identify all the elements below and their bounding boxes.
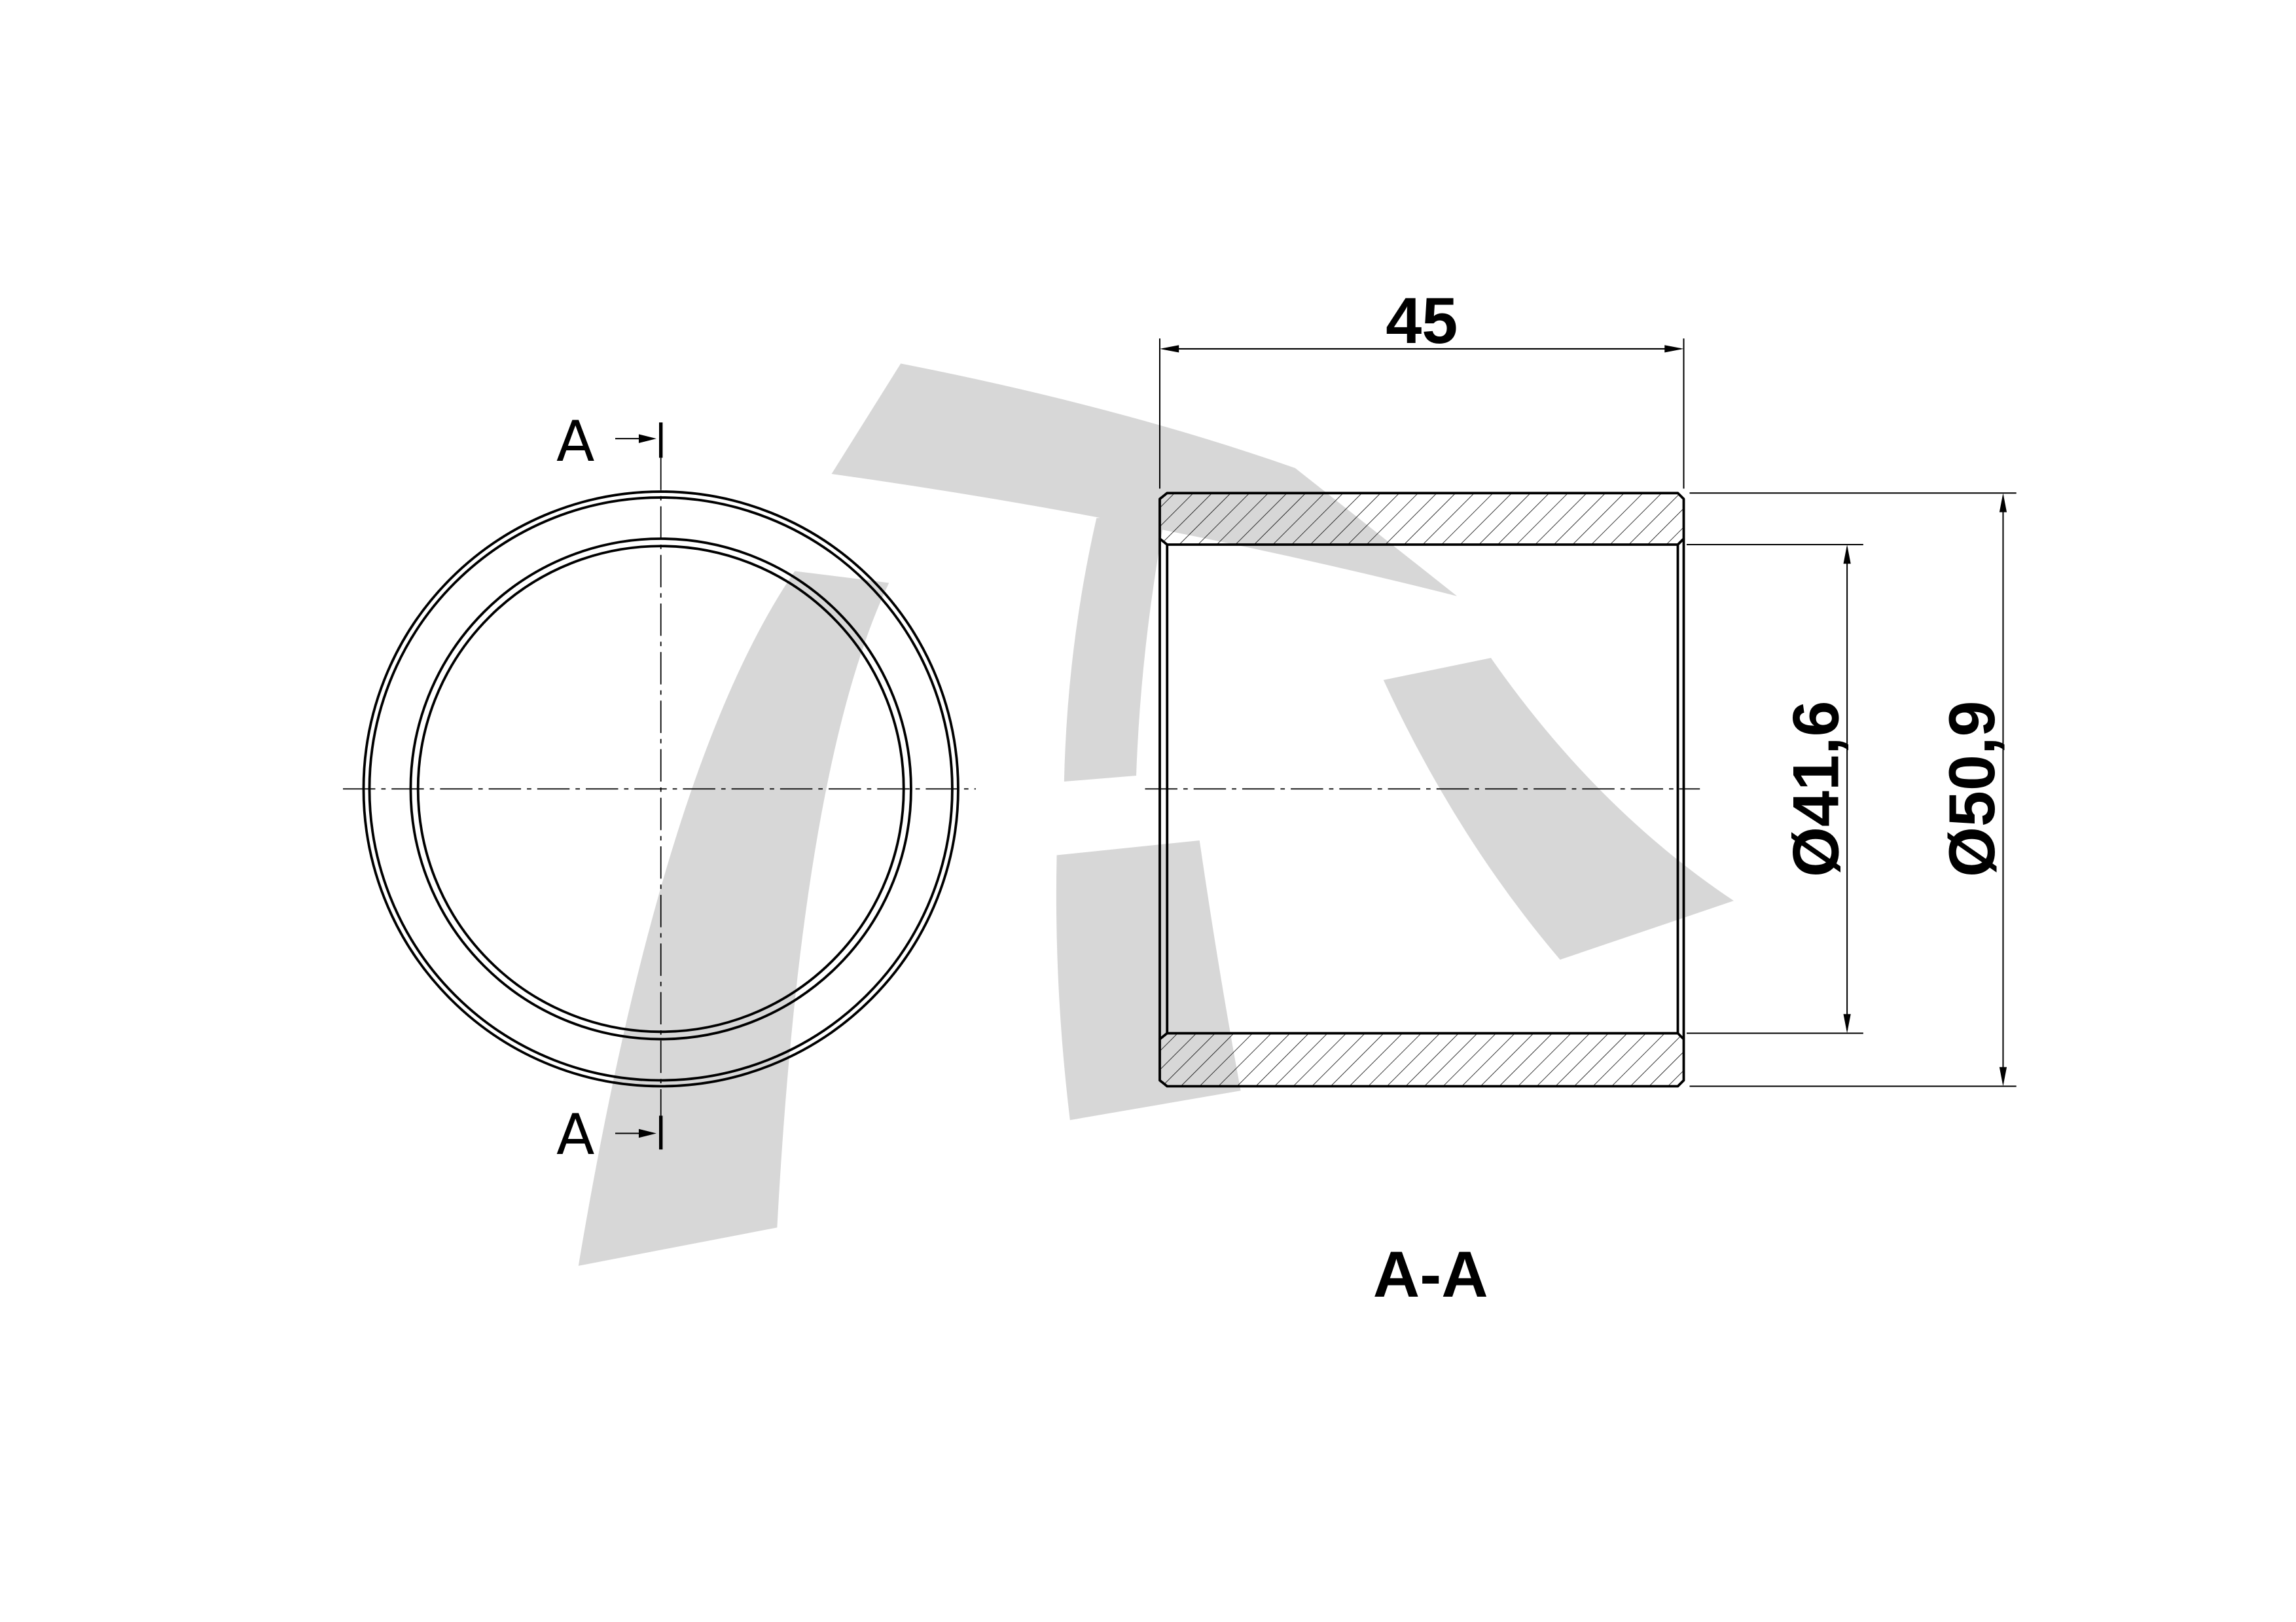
inner-diameter-arrow-bottom bbox=[1843, 1014, 1851, 1034]
section-view: 45 Ø41,6 Ø50,9 A-A bbox=[1145, 284, 2017, 1310]
cutting-plane-label-bottom: A bbox=[556, 1103, 594, 1168]
cutting-plane-arrow-top-head bbox=[638, 434, 656, 443]
section-view-title: A-A bbox=[1373, 1238, 1488, 1310]
length-dimension-value: 45 bbox=[1386, 284, 1458, 357]
section-top-wall-hatched bbox=[1158, 492, 1685, 546]
section-bottom-wall-hatched bbox=[1158, 1032, 1685, 1088]
cutting-plane-arrow-bottom-head bbox=[638, 1128, 656, 1138]
watermark-middle-upper-stroke bbox=[1064, 512, 1166, 782]
length-dimension: 45 bbox=[1158, 284, 1685, 489]
inner-diameter-dimension: Ø41,6 bbox=[1687, 543, 1863, 1034]
watermark-left-stroke bbox=[578, 571, 889, 1266]
length-arrow-right bbox=[1664, 345, 1684, 353]
inner-diameter-arrow-top bbox=[1843, 544, 1851, 564]
outer-diameter-arrow-top bbox=[1999, 493, 2007, 513]
length-arrow-left bbox=[1159, 345, 1179, 353]
inner-diameter-value: Ø41,6 bbox=[1780, 701, 1852, 878]
cutting-plane-label-top: A bbox=[556, 410, 594, 475]
outer-diameter-arrow-bottom bbox=[1999, 1067, 2007, 1087]
front-view: A A bbox=[342, 410, 976, 1168]
watermark-right-stroke bbox=[1383, 658, 1734, 960]
outer-diameter-value: Ø50,9 bbox=[1935, 701, 2008, 878]
outer-diameter-dimension: Ø50,9 bbox=[1689, 492, 2017, 1087]
